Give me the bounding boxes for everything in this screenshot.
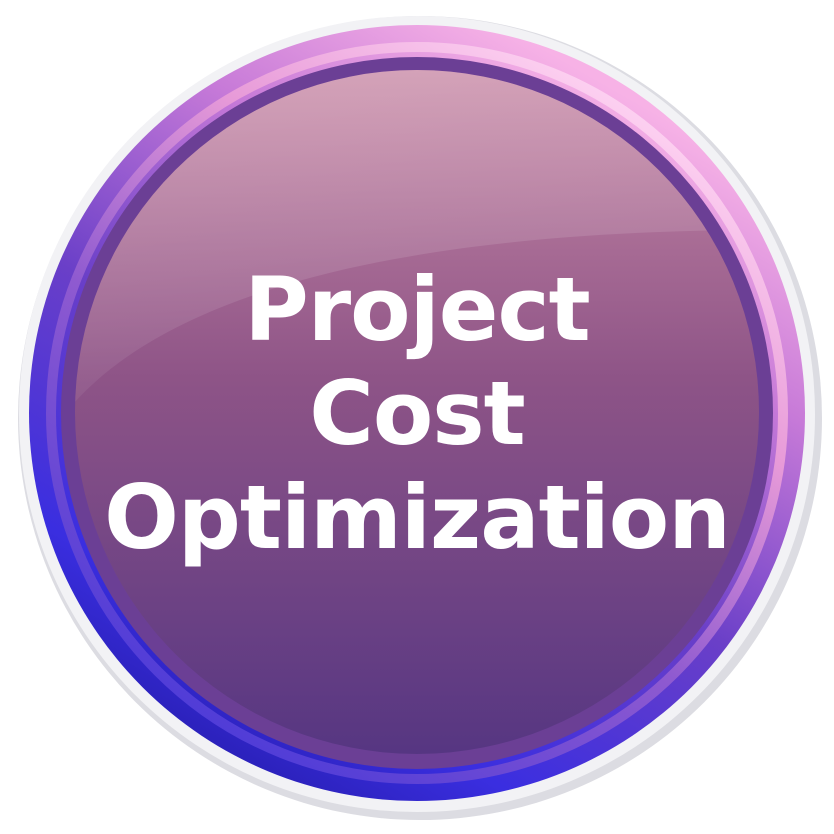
inner-rim [46,42,788,784]
badge-label: Project Cost Optimization [0,258,834,570]
badge-label-line-3: Optimization [104,466,731,569]
badge-label-line-2: Cost [309,362,525,465]
gloss-highlight [75,70,759,420]
badge-label-line-1: Project [244,258,590,361]
